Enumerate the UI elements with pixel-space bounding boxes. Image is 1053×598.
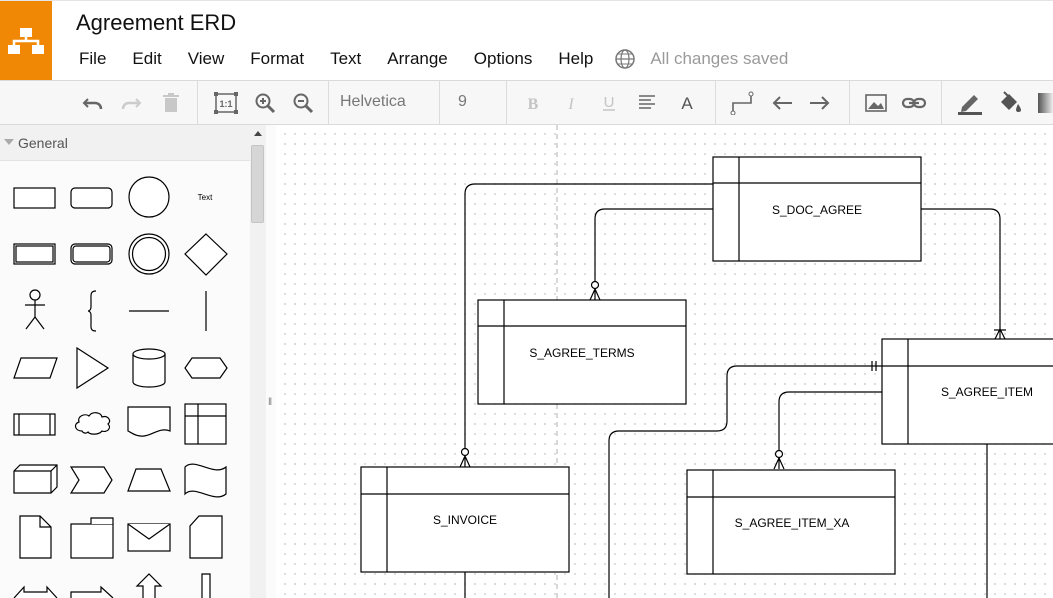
waypoints-icon[interactable] xyxy=(728,88,756,118)
connector-doc-agree-item[interactable] xyxy=(921,209,1000,339)
shape-vertical-bar[interactable] xyxy=(202,574,210,598)
shape-palette: Text xyxy=(0,161,250,598)
sidebar-scrollbar[interactable] xyxy=(250,125,266,598)
shape-document[interactable] xyxy=(128,407,170,436)
sidebar-section-general[interactable]: General xyxy=(0,125,250,161)
shape-hexagon[interactable] xyxy=(185,358,227,378)
entity-label-s-doc-agree: S_DOC_AGREE xyxy=(772,203,862,217)
svg-text:B: B xyxy=(528,96,539,112)
connector-item-item-xa[interactable] xyxy=(779,392,882,461)
shape-folder[interactable] xyxy=(71,518,113,558)
image-icon[interactable] xyxy=(864,88,888,118)
menu-arrange[interactable]: Arrange xyxy=(374,49,460,69)
shape-curly-bracket[interactable] xyxy=(88,291,96,331)
shape-actor[interactable] xyxy=(25,290,45,329)
delete-icon[interactable] xyxy=(158,88,184,118)
zoom-in-icon[interactable] xyxy=(252,88,278,118)
marker-many-item-xa xyxy=(774,451,784,470)
sidebar-section-title: General xyxy=(18,135,68,151)
document-title[interactable]: Agreement ERD xyxy=(76,10,236,36)
connector-doc-agree-terms[interactable] xyxy=(595,209,713,282)
menu-text[interactable]: Text xyxy=(317,49,374,69)
gradient-icon[interactable] xyxy=(1038,88,1053,118)
entity-label-s-agree-item-xa: S_AGREE_ITEM_XA xyxy=(735,516,850,530)
menu-view[interactable]: View xyxy=(175,49,238,69)
marker-many-terms xyxy=(590,282,600,301)
save-status: All changes saved xyxy=(650,49,788,69)
arrow-left-icon[interactable] xyxy=(770,88,794,118)
font-family-select[interactable]: Helvetica xyxy=(340,93,406,111)
shape-double-rectangle[interactable] xyxy=(14,244,55,264)
shape-internal-storage[interactable] xyxy=(185,404,226,444)
shape-double-ellipse[interactable] xyxy=(129,234,169,274)
diagram-canvas[interactable]: S_DOC_AGREE S_AGREE_TERMS S_AGREE_ITEM S… xyxy=(276,125,1053,598)
bold-icon[interactable]: B xyxy=(522,88,544,118)
fill-color-icon[interactable] xyxy=(996,88,1024,118)
line-color-icon[interactable] xyxy=(956,88,984,118)
shape-triangle[interactable] xyxy=(77,348,108,388)
header: Agreement ERD File Edit View Format Text… xyxy=(0,0,1053,80)
italic-icon[interactable]: I xyxy=(560,88,582,118)
scrollbar-thumb[interactable] xyxy=(251,145,264,223)
font-size-input[interactable]: 9 xyxy=(458,93,467,111)
shape-double-arrow[interactable] xyxy=(14,587,57,598)
zoom-out-icon[interactable] xyxy=(290,88,316,118)
undo-icon[interactable] xyxy=(80,88,106,118)
menu-options[interactable]: Options xyxy=(461,49,546,69)
shape-double-rounded-rectangle[interactable] xyxy=(71,244,112,264)
menu-help[interactable]: Help xyxy=(545,49,606,69)
svg-text:I: I xyxy=(567,96,574,112)
entity-label-s-agree-terms: S_AGREE_TERMS xyxy=(529,346,634,360)
entity-label-s-invoice: S_INVOICE xyxy=(433,513,497,527)
shape-card[interactable] xyxy=(190,516,222,558)
diagram-logo-icon xyxy=(4,25,48,57)
shape-ellipse[interactable] xyxy=(129,177,169,217)
redo-icon[interactable] xyxy=(118,88,144,118)
link-icon[interactable] xyxy=(900,88,928,118)
svg-text:A: A xyxy=(681,94,693,112)
shape-arrow-up[interactable] xyxy=(137,574,161,598)
globe-icon[interactable] xyxy=(614,48,636,70)
scroll-up-arrow-icon[interactable] xyxy=(254,131,262,136)
collapse-arrow-icon xyxy=(4,139,14,145)
marker-many-invoice xyxy=(460,449,470,468)
shape-message[interactable] xyxy=(128,524,170,551)
toolbar: 1:1 Helvetica 9 B I U A xyxy=(0,80,1053,125)
align-icon[interactable] xyxy=(636,88,658,118)
shape-rounded-rectangle[interactable] xyxy=(71,188,112,208)
shape-text[interactable]: Text xyxy=(198,193,213,202)
reset-view-icon[interactable]: 1:1 xyxy=(212,88,240,118)
shape-rectangle[interactable] xyxy=(14,188,55,208)
menu-format[interactable]: Format xyxy=(237,49,317,69)
menu-file[interactable]: File xyxy=(66,49,119,69)
font-color-icon[interactable]: A xyxy=(676,88,698,118)
shape-cylinder[interactable] xyxy=(133,349,165,387)
shape-step[interactable] xyxy=(71,467,112,493)
shape-cube[interactable] xyxy=(14,465,57,493)
diagram-svg: S_DOC_AGREE S_AGREE_TERMS S_AGREE_ITEM S… xyxy=(276,125,1053,598)
menu-bar: File Edit View Format Text Arrange Optio… xyxy=(66,47,788,71)
arrow-right-icon[interactable] xyxy=(808,88,832,118)
shape-trapezoid[interactable] xyxy=(128,469,170,491)
app-logo[interactable] xyxy=(0,1,52,80)
underline-icon[interactable]: U xyxy=(598,88,620,118)
svg-text:1:1: 1:1 xyxy=(219,99,232,109)
shape-parallelogram[interactable] xyxy=(14,358,57,378)
shape-note[interactable] xyxy=(20,516,51,558)
menu-edit[interactable]: Edit xyxy=(119,49,174,69)
shape-tape[interactable] xyxy=(185,464,226,497)
shape-process[interactable] xyxy=(14,414,55,435)
grip-icon: ‖ xyxy=(268,397,272,408)
shape-rhombus[interactable] xyxy=(185,234,227,275)
sidebar-splitter[interactable]: ‖ xyxy=(266,125,276,598)
svg-text:U: U xyxy=(604,94,615,111)
shape-cloud[interactable] xyxy=(75,413,109,434)
shape-sidebar: General xyxy=(0,125,266,598)
entity-label-s-agree-item: S_AGREE_ITEM xyxy=(941,385,1033,399)
shape-arrow-right[interactable] xyxy=(71,587,113,598)
